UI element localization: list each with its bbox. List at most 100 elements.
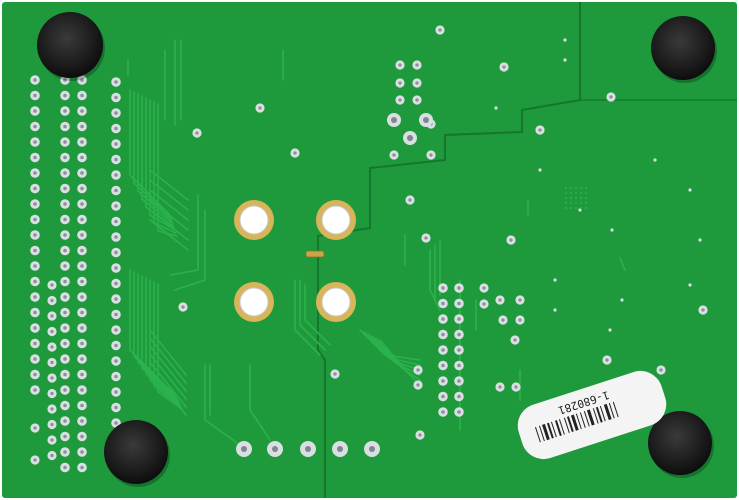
via-hole <box>80 357 84 361</box>
via-hole <box>33 109 37 113</box>
trace <box>129 89 171 216</box>
via-hole <box>518 298 522 302</box>
via-hole <box>80 93 84 98</box>
trace <box>149 199 189 231</box>
via-hole <box>181 305 185 309</box>
trace <box>249 364 271 441</box>
via-hole <box>33 357 37 361</box>
via-hole <box>502 65 506 69</box>
trace <box>149 279 181 406</box>
via-hole <box>33 248 37 253</box>
via-hole <box>33 295 37 299</box>
micro-via <box>579 191 583 195</box>
via-hole <box>424 236 428 240</box>
via-hole <box>114 157 118 162</box>
micro-via <box>584 206 588 210</box>
barcode-bar <box>538 425 545 442</box>
via-hole <box>114 204 118 208</box>
via-hole <box>33 124 37 129</box>
via-hole <box>63 310 67 315</box>
via-hole <box>457 379 461 383</box>
via-hole <box>114 390 118 394</box>
via-hole <box>498 298 502 302</box>
via-hole <box>80 217 84 222</box>
via-hole <box>482 302 486 306</box>
trace <box>157 103 178 237</box>
gold-pad-hole <box>322 206 350 234</box>
via-hole <box>441 410 445 414</box>
via-hole <box>258 106 262 110</box>
micro-via <box>610 228 614 232</box>
via-hole <box>398 98 402 102</box>
via-hole <box>457 363 461 368</box>
via-hole <box>33 93 37 98</box>
trace <box>619 257 626 271</box>
via-hole <box>114 142 118 146</box>
via-hole <box>63 326 67 330</box>
via-hole <box>80 202 84 206</box>
via-hole <box>333 372 337 376</box>
via-hole <box>50 345 54 349</box>
via-hole <box>63 264 67 268</box>
trace <box>149 219 189 251</box>
trace <box>149 189 189 221</box>
via-hole <box>63 217 67 222</box>
via-hole <box>33 171 37 175</box>
trace <box>149 179 189 211</box>
via-hole <box>80 233 84 237</box>
via-hole <box>457 394 461 399</box>
micro-via <box>538 168 542 172</box>
via-hole <box>114 126 118 131</box>
via-hole <box>63 357 67 361</box>
via-hole <box>63 295 67 299</box>
pin-hole <box>272 446 278 452</box>
via-hole <box>63 78 67 82</box>
trace <box>149 169 189 201</box>
barcode-bar <box>612 401 619 418</box>
micro-via <box>584 201 588 205</box>
pin-hole <box>369 446 375 452</box>
via-hole <box>33 426 37 430</box>
via-hole <box>114 173 118 177</box>
trace <box>379 339 421 386</box>
micro-via <box>553 278 557 282</box>
via-hole <box>80 140 84 144</box>
gold-pad-hole <box>322 288 350 316</box>
micro-via <box>653 158 657 162</box>
sticker-body <box>517 370 667 460</box>
via-hole <box>114 374 118 379</box>
via-hole <box>50 360 54 365</box>
micro-via <box>569 201 573 205</box>
micro-via <box>569 191 573 195</box>
via-hole <box>63 419 67 423</box>
trace <box>149 99 176 231</box>
pin-hole <box>423 117 429 123</box>
via-hole <box>80 109 84 113</box>
micro-via <box>688 283 692 287</box>
via-hole <box>33 217 37 222</box>
via-hole <box>63 248 67 253</box>
trace <box>149 345 187 392</box>
via-hole <box>80 326 84 330</box>
via-hole <box>518 318 522 322</box>
micro-via <box>698 238 702 242</box>
via-hole <box>498 385 502 389</box>
micro-via <box>574 201 578 205</box>
via-hole <box>457 348 461 352</box>
via-hole <box>501 318 505 322</box>
plane-split-lines <box>317 2 737 498</box>
via-hole <box>441 363 445 368</box>
trace <box>149 361 187 408</box>
barcode-bar <box>603 403 612 421</box>
gold-pad-inner-edge <box>321 287 351 317</box>
trace <box>149 337 187 384</box>
via-hole <box>408 198 412 202</box>
trace <box>359 329 421 361</box>
rubber-foot <box>37 12 103 78</box>
via-hole <box>418 433 422 437</box>
pin-hole <box>337 446 343 452</box>
smd-component <box>305 250 325 258</box>
via-hole <box>63 186 67 191</box>
via-hole <box>482 286 486 290</box>
